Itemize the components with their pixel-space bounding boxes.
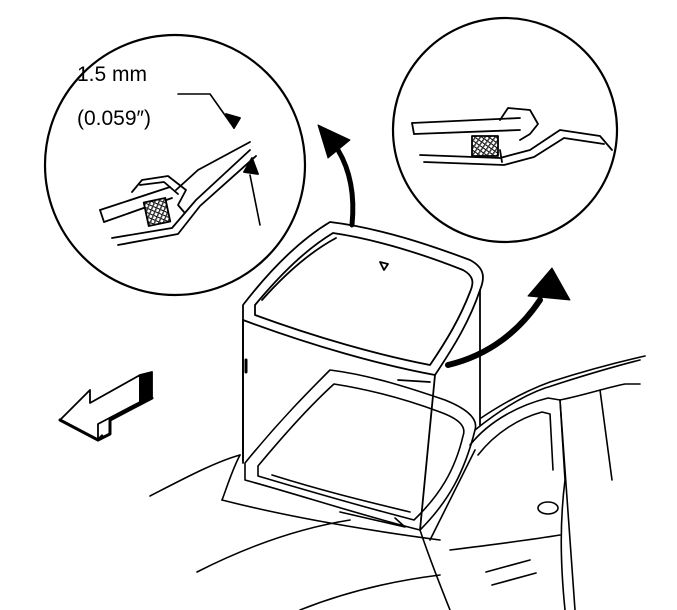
left-molding-inner [139, 181, 179, 195]
windshield-inner-edge [254, 232, 474, 366]
left-molding-clip [131, 175, 187, 213]
hood-lower-line [196, 519, 351, 573]
rear-window-top-line [559, 383, 641, 401]
cowl-front-line [221, 499, 441, 541]
left-body-flange [111, 149, 251, 239]
lower-body-line [299, 574, 441, 610]
right-glass-edge [411, 122, 415, 135]
windshield-opening-outer [244, 369, 477, 531]
dimension-metric-label: 1.5 mm [77, 63, 148, 86]
windshield-outer-edge [242, 221, 484, 376]
right-callout-arrow-shaft [445, 297, 543, 368]
dimension-arrow-top [225, 113, 241, 129]
right-callout-arrowhead [527, 267, 571, 301]
left-detail-callout [43, 33, 307, 297]
left-callout-arrow-shaft [335, 147, 356, 228]
curved-callout-arrow-icon [445, 267, 571, 368]
left-glass-top [99, 186, 171, 211]
right-glass-bottom [413, 129, 521, 135]
forward-direction-arrow-icon [58, 371, 154, 442]
windshield-lower-trim [397, 379, 431, 383]
left-detail-circle [43, 33, 307, 297]
door-window-line [477, 411, 554, 471]
left-callout-arrowhead [317, 124, 351, 159]
door-front-edge-line [429, 449, 476, 541]
right-molding-clip [499, 107, 539, 141]
rear-window-edge-line [599, 389, 613, 481]
door-beltline [449, 534, 561, 551]
door-handle [537, 501, 559, 515]
door-crease-line-1 [485, 559, 531, 573]
wiper-line [339, 511, 406, 528]
windshield-glass [242, 221, 484, 531]
left-glass-edge [99, 209, 105, 223]
cowl-corner-line [221, 454, 241, 501]
vehicle-body [149, 355, 646, 610]
windshield-opening-inner [257, 383, 465, 521]
projection-line-front [419, 374, 436, 531]
right-body-flange [419, 129, 613, 159]
left-roof-panel [175, 141, 251, 191]
right-urethane-bead [471, 135, 499, 157]
fender-edge-line [149, 454, 241, 497]
dimension-arrow-bottom [243, 157, 259, 175]
right-flange-step [499, 149, 503, 163]
roof-edge-line [474, 359, 641, 431]
a-pillar-base-line [419, 529, 451, 610]
roof-edge-inner-line [480, 355, 646, 419]
windshield-frit-line [261, 237, 337, 301]
right-body-flange-lower [423, 137, 605, 166]
b-pillar-line [559, 399, 576, 610]
left-urethane-bead [142, 197, 172, 227]
curved-callout-arrow-icon [317, 124, 356, 228]
vin-window-mark [379, 261, 389, 271]
left-body-flange-lower [117, 155, 257, 246]
dimension-leader-bottom [249, 174, 261, 226]
dimension-imperial-label: (0.059″) [77, 107, 151, 130]
door-crease-line-2 [491, 572, 537, 586]
cowl-trim-line [271, 474, 411, 513]
right-glass-top [411, 117, 521, 124]
right-detail-callout [391, 16, 619, 244]
dimension-leader [177, 93, 235, 129]
